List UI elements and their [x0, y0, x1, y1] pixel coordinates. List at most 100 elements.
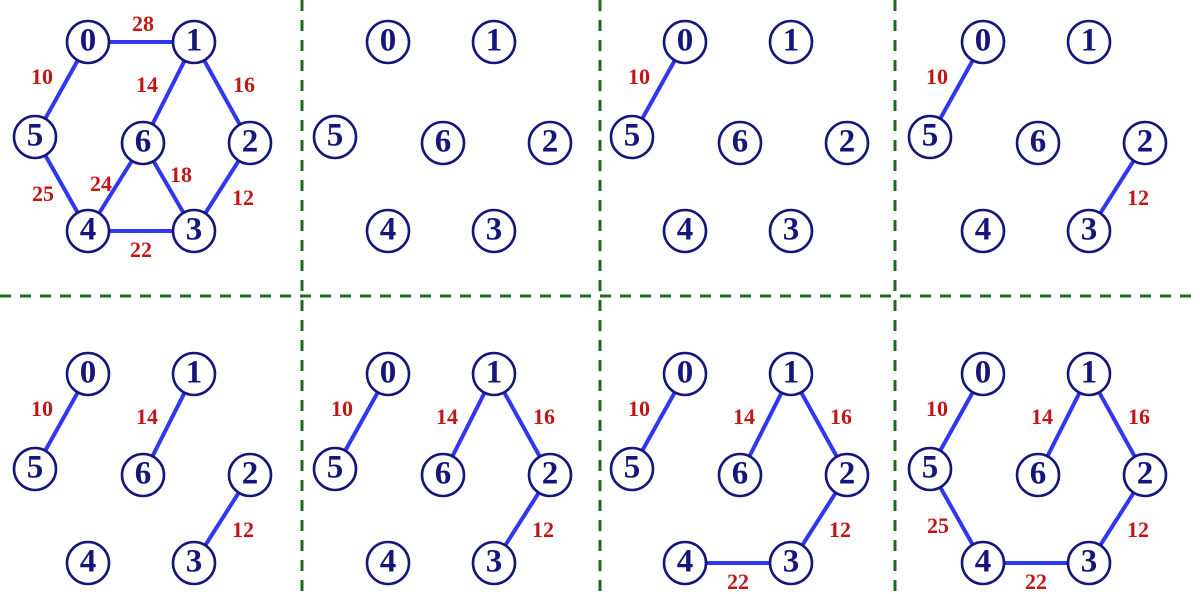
node-label: 2	[1137, 456, 1154, 492]
node-label: 0	[80, 23, 97, 59]
edge-weight-label: 12	[232, 517, 254, 542]
edge-weight-label: 22	[727, 569, 749, 594]
node-label: 5	[327, 450, 344, 486]
edge-weight-label: 25	[927, 513, 949, 538]
node-label: 1	[486, 355, 503, 391]
node-label: 0	[80, 355, 97, 391]
node-circle	[768, 351, 814, 397]
edge-weight-label: 10	[926, 64, 948, 89]
node-4: 4	[960, 540, 1006, 586]
node-3: 3	[171, 540, 217, 586]
node-label: 4	[380, 212, 397, 248]
node-4: 4	[365, 208, 411, 254]
node-label: 5	[624, 450, 641, 486]
edge-weight-label: 16	[533, 404, 555, 429]
node-circle	[662, 208, 708, 254]
node-label: 3	[186, 544, 203, 580]
node-label: 2	[839, 124, 856, 160]
node-0: 0	[65, 351, 111, 397]
edge-weight-label: 22	[130, 237, 152, 262]
node-1: 1	[471, 351, 517, 397]
edge-weight-label: 12	[1127, 517, 1149, 542]
node-label: 1	[1081, 23, 1098, 59]
edge-weight-label: 10	[628, 64, 650, 89]
node-circle	[65, 208, 111, 254]
node-circle	[171, 540, 217, 586]
node-2: 2	[824, 452, 870, 498]
node-circle	[768, 19, 814, 65]
node-label: 4	[975, 212, 992, 248]
node-circle	[960, 351, 1006, 397]
node-circle	[1015, 452, 1061, 498]
node-label: 6	[435, 124, 452, 160]
node-label: 0	[677, 355, 694, 391]
node-3: 3	[1066, 540, 1112, 586]
node-5: 5	[12, 446, 58, 492]
node-5: 5	[312, 446, 358, 492]
node-label: 2	[1137, 124, 1154, 160]
edge-weight-label: 16	[830, 404, 852, 429]
node-circle	[768, 540, 814, 586]
panel-step-0-empty: 0 1 2 3 4 5 6	[312, 19, 573, 254]
node-label: 0	[380, 355, 397, 391]
node-0: 0	[960, 19, 1006, 65]
node-label: 2	[542, 456, 559, 492]
edge-weight-label: 10	[31, 64, 53, 89]
node-circle	[171, 19, 217, 65]
node-4: 4	[960, 208, 1006, 254]
node-label: 1	[186, 23, 203, 59]
node-label: 4	[975, 544, 992, 580]
node-label: 5	[922, 118, 939, 154]
node-circle	[227, 452, 273, 498]
node-3: 3	[471, 540, 517, 586]
node-label: 5	[327, 118, 344, 154]
node-label: 3	[783, 544, 800, 580]
node-label: 3	[783, 212, 800, 248]
node-label: 3	[486, 544, 503, 580]
node-label: 3	[486, 212, 503, 248]
edge-weight-label: 12	[1127, 185, 1149, 210]
node-circle	[227, 120, 273, 166]
node-circle	[907, 446, 953, 492]
edge-weight-label: 28	[132, 11, 154, 36]
node-circle	[471, 540, 517, 586]
node-circle	[12, 114, 58, 160]
node-circle	[171, 351, 217, 397]
node-2: 2	[1122, 120, 1168, 166]
node-6: 6	[120, 452, 166, 498]
node-3: 3	[471, 208, 517, 254]
node-2: 2	[824, 120, 870, 166]
node-circle	[471, 208, 517, 254]
edge-weight-label: 14	[436, 404, 458, 429]
edge-weight-label: 12	[232, 185, 254, 210]
node-circle	[824, 120, 870, 166]
node-0: 0	[662, 19, 708, 65]
node-2: 2	[527, 452, 573, 498]
edge-weight-label: 24	[90, 171, 112, 196]
node-1: 1	[1066, 19, 1112, 65]
node-0: 0	[365, 19, 411, 65]
node-1: 1	[171, 351, 217, 397]
node-label: 3	[186, 212, 203, 248]
node-circle	[312, 446, 358, 492]
node-5: 5	[907, 114, 953, 160]
node-label: 1	[783, 355, 800, 391]
node-1: 1	[171, 19, 217, 65]
node-label: 2	[542, 124, 559, 160]
node-0: 0	[662, 351, 708, 397]
node-1: 1	[1066, 351, 1112, 397]
node-label: 6	[135, 124, 152, 160]
node-label: 6	[1030, 124, 1047, 160]
node-circle	[120, 120, 166, 166]
edge-weight-label: 12	[532, 517, 554, 542]
node-label: 2	[242, 456, 259, 492]
node-5: 5	[312, 114, 358, 160]
node-label: 0	[975, 23, 992, 59]
node-circle	[65, 540, 111, 586]
node-2: 2	[1122, 452, 1168, 498]
node-circle	[907, 114, 953, 160]
node-1: 1	[471, 19, 517, 65]
edge-weight-label: 14	[136, 404, 158, 429]
